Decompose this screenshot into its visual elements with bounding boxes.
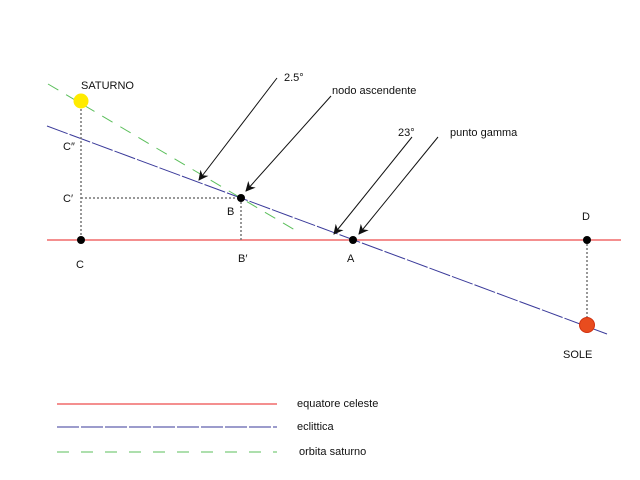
label-b: B xyxy=(227,206,234,218)
label-c: C xyxy=(76,259,84,271)
legend-label-ecliptic: eclittica xyxy=(297,421,335,433)
construction-lines xyxy=(80,101,588,325)
label-punto-gamma: punto gamma xyxy=(450,127,518,139)
label-c-double-prime: C″ xyxy=(63,141,75,153)
label-a: A xyxy=(347,253,355,265)
legend-label-saturn-orbit: orbita saturno xyxy=(299,446,366,458)
point-c xyxy=(77,236,85,244)
point-b xyxy=(237,194,245,202)
label-nodo: nodo ascendente xyxy=(332,85,416,97)
label-angle-large: 23° xyxy=(398,127,415,139)
arrow-angle-large xyxy=(333,136,413,235)
arrow-angle-small xyxy=(198,77,278,181)
point-d xyxy=(583,236,591,244)
ecliptic-line xyxy=(46,125,608,335)
pointer-arrows xyxy=(198,77,439,235)
label-c-prime: C′ xyxy=(63,193,73,205)
label-d: D xyxy=(582,211,590,223)
label-sole: SOLE xyxy=(563,349,592,361)
label-b-prime: B′ xyxy=(238,253,247,265)
sun-point xyxy=(579,317,595,333)
legend: equatore celeste eclittica orbita saturn… xyxy=(57,398,378,458)
label-saturno: SATURNO xyxy=(81,80,134,92)
label-angle-small: 2.5° xyxy=(284,72,304,84)
arrow-nodo xyxy=(245,95,332,192)
legend-label-equator: equatore celeste xyxy=(297,398,378,410)
saturn-point xyxy=(73,93,89,109)
arrow-punto-gamma xyxy=(358,136,439,235)
point-a xyxy=(349,236,357,244)
saturn-orbit-line xyxy=(47,83,301,234)
